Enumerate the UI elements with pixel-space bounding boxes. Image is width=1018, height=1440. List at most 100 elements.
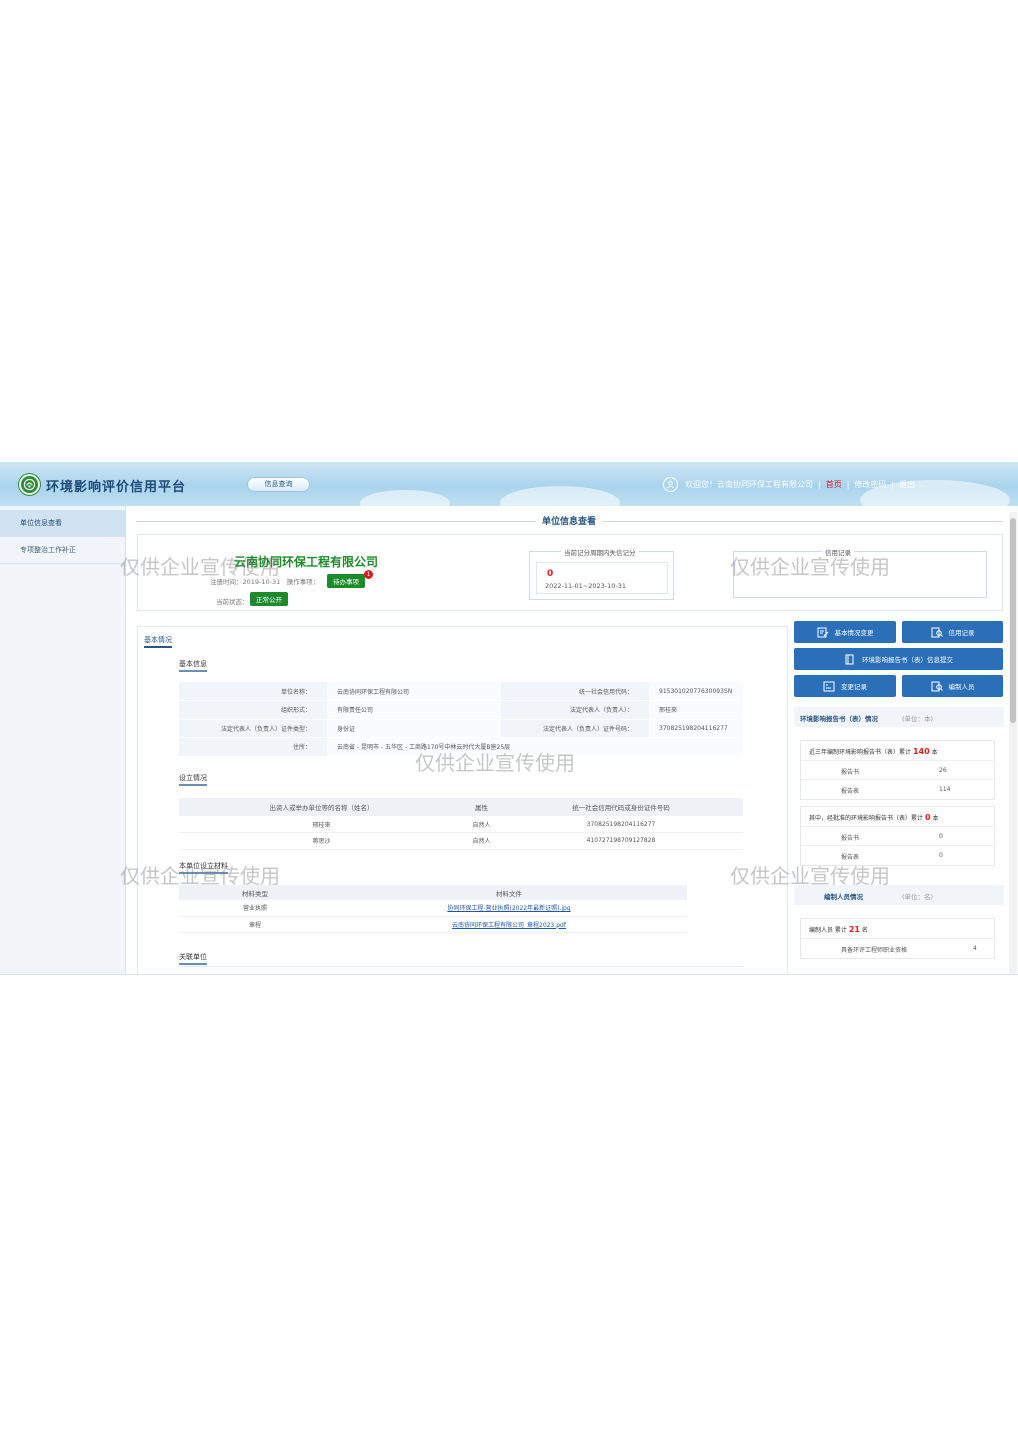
site-title: 环境影响评价信用平台 — [46, 480, 187, 495]
report-panel-unit: (单位：本) — [902, 715, 934, 723]
table-row: 邢桂來 自然人 370825198204116277 — [179, 816, 743, 833]
home-link[interactable]: 首页 — [825, 479, 842, 489]
column-header: 统一社会信用代码或身份证件号码 — [499, 798, 743, 816]
change-record-label: 变更记录 — [841, 683, 867, 691]
separator: | — [846, 479, 850, 489]
eia-report-info-label: 环境影响报告书（表）信息提交 — [862, 656, 953, 664]
main-content: 单位信息查看 云南协同环保工程有限公司 注册时间：2019-10-31 操作事项… — [131, 506, 1009, 974]
stat-total: 0 — [924, 813, 931, 822]
vertical-scrollbar[interactable] — [1009, 512, 1017, 974]
change-record-button[interactable]: 变更记录 — [794, 675, 896, 697]
material-file-link[interactable]: 云南协同环保工程有限公司_章程2023.pdf — [452, 921, 566, 929]
shareholder-type: 自然人 — [464, 816, 499, 833]
stat-head: 其中，经批准的环境影响报告书（表）累计 0 本 — [801, 807, 994, 827]
table-row: 住所： 云南省 - 昆明市 - 五华区 - 工商路170号中林云时代大厦B座25… — [179, 737, 743, 757]
staff-search-icon — [931, 681, 943, 691]
basic-change-button[interactable]: 基本情况变更 — [794, 621, 896, 643]
change-password-link[interactable]: 修改密码 — [854, 479, 887, 489]
welcome-text: 欢迎您！云南协同环保工程有限公司 — [685, 479, 813, 489]
stat-value: 0 — [939, 833, 943, 840]
eia-report-info-button[interactable]: 环境影响报告书（表）信息提交 — [794, 648, 1003, 670]
table-row: 蒋思沙 自然人 410727198709127828 — [179, 832, 743, 850]
field-value: 91530102077630093SN — [649, 682, 743, 701]
logout-link[interactable]: 退出 — [899, 479, 916, 489]
stat-unit: 本 — [931, 749, 938, 756]
field-value: 身份证 — [327, 719, 501, 738]
stat-value: 4 — [973, 945, 977, 952]
material-file-cell: 协同环保工程-营业执照(2022年最新证照).jpg — [331, 900, 687, 917]
report-panel-title: 环境影响报告书（表）情况 — [800, 715, 878, 723]
field-label: 组织形式： — [179, 700, 327, 720]
staff-label: 编制人员 — [948, 683, 975, 691]
basic-section-label: 基本情况 — [144, 635, 172, 648]
separator: | — [818, 479, 821, 489]
score-inner: 0 2022-11-01~2023-10-31 — [536, 562, 668, 594]
company-card: 云南协同环保工程有限公司 注册时间：2019-10-31 操作事项： 待办事项 … — [137, 534, 1003, 611]
related-units-heading: 关联单位 — [179, 952, 207, 965]
table-row: 组织形式： 有限责任公司 法定代表人（负责人）： 邢桂來 — [179, 700, 743, 720]
field-value: 邢桂來 — [649, 700, 743, 720]
field-value: 有限责任公司 — [327, 700, 501, 720]
material-file-cell: 云南协同环保工程有限公司_章程2023.pdf — [331, 916, 687, 933]
company-name: 云南协同环保工程有限公司 — [234, 555, 379, 569]
score-value: 0 — [547, 569, 554, 579]
page-title: 单位信息查看 — [536, 514, 603, 527]
stat-row: 报告书 26 — [801, 761, 994, 780]
materials-table: 材料类型 材料文件 营业执照 协同环保工程-营业执照(2022年最新证照).jp… — [179, 885, 687, 933]
material-file-link[interactable]: 协同环保工程-营业执照(2022年最新证照).jpg — [447, 905, 571, 913]
user-area: 欢迎您！云南协同环保工程有限公司 | 首页 | 修改密码 | 退出 — [663, 476, 915, 492]
stat-head-text: 编制人员 累计 — [809, 927, 847, 934]
materials-heading: 本单位设立材料 — [179, 861, 228, 874]
column-header: 属性 — [464, 798, 499, 816]
stat-row: 报告书 0 — [801, 827, 994, 846]
registration-info: 注册时间：2019-10-31 操作事项： — [210, 578, 320, 586]
field-value: 370825198204116277 — [649, 719, 743, 738]
staff-button[interactable]: 编制人员 — [902, 675, 1003, 697]
score-period: 2022-11-01~2023-10-31 — [545, 582, 626, 590]
table-row: 营业执照 协同环保工程-营业执照(2022年最新证照).jpg — [179, 900, 687, 917]
shareholder-id: 370825198204116277 — [499, 816, 743, 833]
sidebar-item-rectification[interactable]: 专项整治工作补正 — [0, 537, 125, 564]
pending-items-button[interactable]: 待办事项 — [327, 574, 365, 588]
stat-head-text: 近三年编制环境影响报告书（表）累计 — [809, 749, 912, 756]
pending-count-badge: 1 — [364, 570, 373, 579]
stat-row: 报告表 0 — [801, 846, 994, 865]
stat-label: 报告书 — [841, 769, 860, 776]
shareholder-name: 邢桂來 — [179, 816, 464, 833]
basic-section: 基本情况 — [137, 626, 788, 974]
basic-info-heading: 基本信息 — [179, 659, 207, 672]
credit-record-box: 信用记录 — [733, 547, 987, 598]
platform-logo-icon — [19, 474, 40, 495]
user-avatar-icon — [663, 476, 678, 492]
material-type: 营业执照 — [179, 900, 331, 917]
report-panel-header: 环境影响报告书（表）情况 (单位：本) — [794, 707, 1004, 727]
table-header-row: 出资人或举办单位等的名称（姓名） 属性 统一社会信用代码或身份证件号码 — [179, 798, 743, 816]
field-label: 法定代表人（负责人）证件类型： — [179, 719, 327, 738]
sidebar-item-unit-info[interactable]: 单位信息查看 — [0, 510, 125, 537]
info-query-button[interactable]: 信息查询 — [247, 477, 310, 492]
shareholder-type: 自然人 — [464, 832, 499, 850]
column-header: 出资人或举办单位等的名称（姓名） — [179, 798, 464, 816]
stat-label: 报告表 — [841, 854, 860, 861]
credit-record-label: 信用记录 — [948, 629, 975, 637]
stat-label: 具备环评工程师职业资格 — [841, 947, 908, 954]
credit-caption: 信用记录 — [822, 547, 854, 557]
shareholder-heading: 设立情况 — [179, 773, 207, 786]
score-caption: 当前记分周期内失信记分 — [561, 547, 639, 557]
stat-value: 26 — [939, 767, 947, 774]
credit-score-box: 当前记分周期内失信记分 0 2022-11-01~2023-10-31 — [529, 547, 674, 600]
status-label: 当前状态： — [216, 598, 249, 606]
stat-value: 0 — [939, 852, 943, 859]
stat-unit: 名 — [861, 927, 868, 934]
basic-change-label: 基本情况变更 — [834, 629, 874, 637]
stat-row: 具备环评工程师职业资格 4 — [801, 939, 994, 958]
credit-record-button[interactable]: 信用记录 — [902, 621, 1003, 643]
stat-label: 报告书 — [841, 835, 860, 842]
stat-label: 报告表 — [841, 788, 860, 795]
shareholder-name: 蒋思沙 — [179, 832, 464, 850]
search-record-icon — [931, 627, 943, 637]
field-label: 统一社会信用代码： — [501, 682, 649, 701]
stat-value: 114 — [939, 786, 951, 793]
scrollbar-thumb[interactable] — [1010, 518, 1016, 723]
